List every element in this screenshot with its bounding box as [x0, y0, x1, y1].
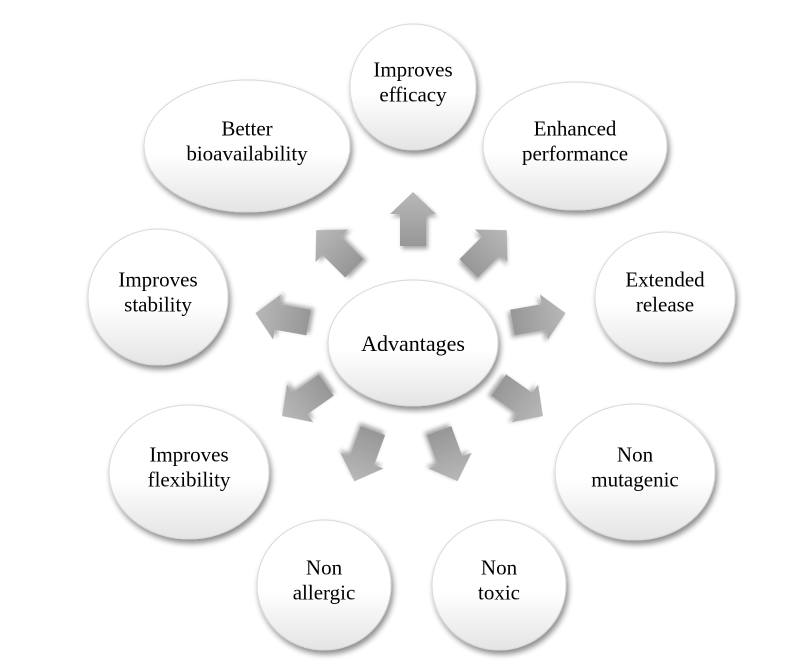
arrow-icon [340, 426, 386, 482]
arrow-icon [315, 229, 364, 278]
node-label-line: flexibility [148, 468, 231, 492]
arrow-shape [510, 294, 566, 340]
node-bubble [482, 81, 668, 211]
arrow-shape [459, 229, 508, 278]
arrow-shape [282, 374, 334, 423]
arrow-shape [426, 426, 472, 482]
center-label: Advantages [361, 331, 465, 356]
center-node: Advantages [327, 279, 499, 407]
node-bubble [554, 403, 716, 541]
node-label-line: Improves [149, 443, 228, 467]
node-bubble [143, 79, 351, 213]
node-label-line: bioavailability [186, 142, 308, 166]
arrow-icon [510, 294, 566, 340]
node-label-line: toxic [478, 581, 520, 605]
arrows-layer [255, 192, 566, 482]
arrow-icon [282, 374, 334, 423]
arrow-shape [255, 294, 311, 340]
node-bubble [108, 404, 270, 540]
nodes-layer: ImprovesefficacyEnhancedperformanceExten… [87, 23, 736, 651]
arrow-icon [390, 192, 436, 246]
arrow-icon [255, 294, 311, 340]
arrow-icon [426, 426, 472, 482]
node-label-line: Enhanced [534, 117, 617, 141]
node-bubble [594, 231, 736, 363]
node-label-line: Improves [373, 58, 452, 82]
center-ellipse [327, 279, 499, 407]
node-label-line: Better [221, 117, 272, 141]
node-label-line: Non [481, 556, 518, 580]
node-bubble [87, 228, 229, 366]
arrow-shape [340, 426, 386, 482]
arrow-icon [491, 374, 543, 423]
node-label-line: Non [306, 556, 343, 580]
node-bubble [431, 519, 567, 651]
node-label-line: stability [124, 293, 192, 317]
node-bubble [349, 23, 477, 151]
node-label-line: mutagenic [591, 468, 678, 492]
node-label-line: allergic [293, 581, 356, 605]
node-label-line: Improves [118, 268, 197, 292]
node-label-line: Extended [625, 268, 705, 292]
node-bubble [256, 519, 392, 651]
node-label-line: release [636, 293, 694, 317]
arrow-shape [315, 229, 364, 278]
node-label-line: Non [617, 443, 654, 467]
arrow-shape [491, 374, 543, 423]
arrow-icon [459, 229, 508, 278]
node-label-line: efficacy [379, 83, 447, 107]
node-label-line: performance [522, 142, 628, 166]
arrow-shape [390, 192, 436, 246]
